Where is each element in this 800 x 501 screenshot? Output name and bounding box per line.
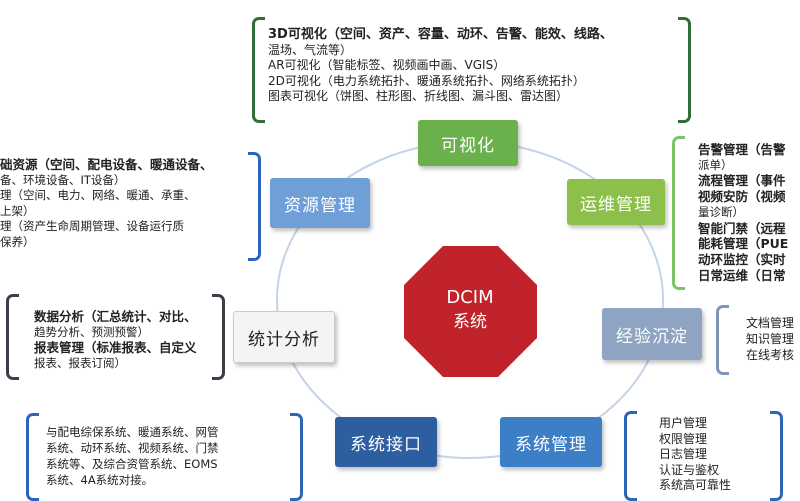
ops-bracket xyxy=(672,136,685,290)
node-ops-management: 运维管理 xyxy=(567,179,665,225)
experience-details: 文档管理 知识管理 在线考核 xyxy=(746,315,800,363)
experience-line-docs: 文档管理 xyxy=(746,316,795,330)
node-experience-label: 经验沉淀 xyxy=(616,326,688,347)
visualization-3d-line-cont: 温场、气流等） xyxy=(268,42,353,57)
node-visualization: 可视化 xyxy=(418,120,518,166)
analysis-line-sub: 报表、报表订阅） xyxy=(34,355,126,370)
resource-line-asset: 理（资产生命周期管理、设备运行质 xyxy=(0,219,184,234)
resource-line-rack: 上架） xyxy=(0,203,35,218)
visualization-ar-line: AR可视化（智能标签、视频画中画、VGIS） xyxy=(268,58,506,72)
analysis-bracket-left xyxy=(6,294,19,380)
center-octagon xyxy=(404,246,537,377)
experience-bracket xyxy=(716,305,729,375)
visualization-bracket-right xyxy=(678,17,691,123)
node-ops-management-label: 运维管理 xyxy=(580,194,652,215)
interface-line-4: 系统、4A系统对接。 xyxy=(46,473,154,487)
analysis-line-report: 报表管理（标准报表、自定义 xyxy=(34,340,197,355)
ops-line-env: 动环监控（实时 xyxy=(698,251,786,267)
sysmgmt-line-users: 用户管理 xyxy=(659,416,708,430)
interface-line-1: 与配电综保系统、暖通系统、网管 xyxy=(46,425,219,439)
sysmgmt-line-perms: 权限管理 xyxy=(659,431,708,446)
sysmgmt-details: 用户管理 权限管理 日志管理 认证与鉴权 系统高可靠性 xyxy=(659,416,769,494)
center-node: DCIM 系统 xyxy=(404,246,537,377)
analysis-line-trend: 趋势分析、预测预警） xyxy=(34,324,149,339)
analysis-details: 数据分析（汇总统计、对比、 趋势分析、预测预警） 报表管理（标准报表、自定义 报… xyxy=(34,309,214,371)
interface-bracket-left xyxy=(26,413,39,501)
node-statistical-analysis: 统计分析 xyxy=(233,311,335,363)
ops-line-energy: 能耗管理（PUE xyxy=(698,236,789,252)
experience-line-knowledge: 知识管理 xyxy=(746,332,795,346)
node-resource-management: 资源管理 xyxy=(270,178,370,228)
node-visualization-label: 可视化 xyxy=(441,135,495,156)
sysmgmt-line-auth: 认证与鉴权 xyxy=(659,462,720,477)
ops-details: 告警管理（告警 派单） 流程管理（事件 视频安防（视频 量诊断） 智能门禁（远程… xyxy=(698,142,800,283)
resource-line-capacity: 理（空间、电力、网络、暖通、承重、 xyxy=(0,188,196,203)
interface-line-2: 系统、动环系统、视频系统、门禁 xyxy=(46,441,219,455)
center-subtitle: 系统 xyxy=(453,312,487,332)
ops-line-access: 智能门禁（远程 xyxy=(698,220,786,236)
ops-line-daily: 日常运维（日常 xyxy=(698,267,786,283)
interface-details: 与配电综保系统、暖通系统、网管 系统、动环系统、视频系统、门禁 系统等、及综合资… xyxy=(46,424,292,488)
sysmgmt-bracket-right xyxy=(770,411,783,501)
node-system-interface: 系统接口 xyxy=(335,417,437,467)
node-system-management-label: 系统管理 xyxy=(515,434,587,455)
analysis-bracket-right xyxy=(212,294,225,380)
resource-line-maint: 保养） xyxy=(0,234,35,249)
resource-line-env: 备、环境设备、IT设备） xyxy=(0,172,126,187)
center-title: DCIM xyxy=(446,287,493,308)
node-statistical-analysis-label: 统计分析 xyxy=(248,329,320,350)
ops-line-diagnosis: 量诊断） xyxy=(698,204,744,219)
node-experience: 经验沉淀 xyxy=(602,308,702,360)
node-resource-management-label: 资源管理 xyxy=(284,195,356,216)
visualization-bracket-left xyxy=(252,17,265,123)
ops-line-process: 流程管理（事件 xyxy=(698,173,786,189)
interface-line-3: 系统等、及综合资管系统、EOMS xyxy=(46,457,218,471)
visualization-details: 3D可视化（空间、资产、容量、动环、告警、能效、线路、 温场、气流等） AR可视… xyxy=(268,27,678,105)
resource-line-base: 础资源（空间、配电设备、暖通设备、 xyxy=(0,157,213,172)
resource-bracket xyxy=(248,152,261,261)
ops-line-alarm: 告警管理（告警 xyxy=(698,142,786,157)
resource-details: 础资源（空间、配电设备、暖通设备、 备、环境设备、IT设备） 理（空间、电力、网… xyxy=(0,157,246,251)
sysmgmt-line-logs: 日志管理 xyxy=(659,447,708,461)
ops-line-video: 视频安防（视频 xyxy=(698,189,786,205)
visualization-2d-line: 2D可视化（电力系统拓扑、暖通系统拓扑、网络系统拓扑） xyxy=(268,73,585,88)
ops-line-dispatch: 派单） xyxy=(698,157,733,172)
sysmgmt-bracket-left xyxy=(624,411,637,501)
experience-line-exam: 在线考核 xyxy=(746,348,795,362)
node-system-management: 系统管理 xyxy=(500,417,602,467)
node-system-interface-label: 系统接口 xyxy=(350,434,422,455)
sysmgmt-line-ha: 系统高可靠性 xyxy=(659,478,732,492)
visualization-3d-line: 3D可视化（空间、资产、容量、动环、告警、能效、线路、 xyxy=(268,27,613,42)
analysis-line-data: 数据分析（汇总统计、对比、 xyxy=(34,309,197,324)
visualization-chart-line: 图表可视化（饼图、柱形图、折线图、漏斗图、雷达图） xyxy=(268,89,569,103)
